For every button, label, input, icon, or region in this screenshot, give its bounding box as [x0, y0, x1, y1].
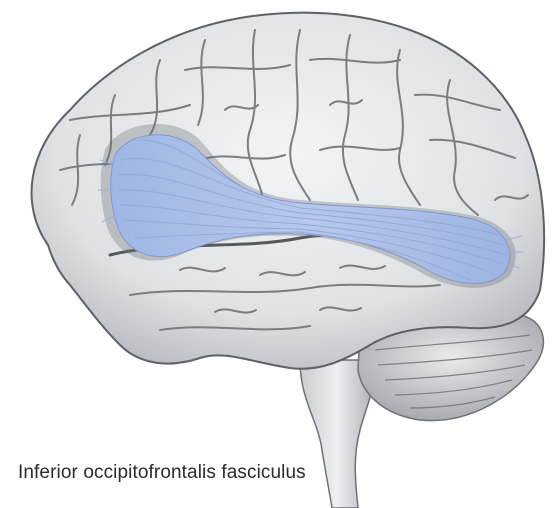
figure-caption: Inferior occipitofrontalis fasciculus [18, 462, 306, 484]
